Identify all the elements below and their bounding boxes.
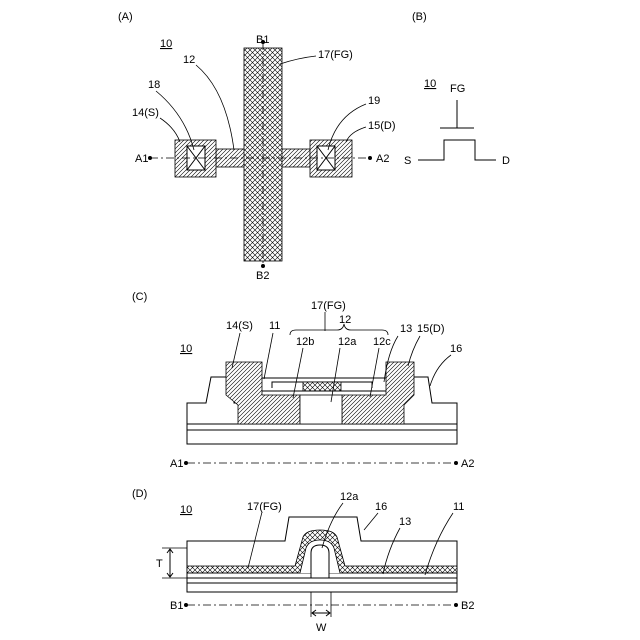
point-b2 [261,264,265,268]
label-12a-c: 12a [338,336,357,348]
label-w: W [316,622,327,634]
label-12-c: 12 [339,314,351,326]
panel-b: (B) 10 FG S D [404,11,510,167]
label-t: T [156,558,163,570]
panel-a: (A) 10 B1 B2 A1 A2 17(FG) 12 18 [118,11,396,282]
symbol-channel [418,140,496,160]
fin-12a [311,545,329,578]
label-12b: 12b [296,336,314,348]
panel-b-ref: 10 [424,78,436,90]
panel-d: (D) 10 17(FG) 12a 16 13 11 T W [132,488,474,634]
label-contact-19: 19 [368,95,380,107]
panel-c-ref: 10 [180,343,192,355]
label-11-d: 11 [453,501,464,513]
point-a1 [148,156,152,160]
gate-17-section [303,382,341,391]
label-16-c: 16 [450,343,462,355]
drain-15-section [342,362,414,424]
leader-source-14 [160,118,180,142]
point-a2 [368,156,372,160]
panel-d-ref: 10 [180,504,192,516]
point-b1-d [184,603,188,607]
label-source-14: 14(S) [132,107,159,119]
leader-12a-c [331,348,340,402]
label-gate-17-d: 17(FG) [247,501,282,513]
panel-b-label: (B) [412,11,427,23]
substrate [187,424,457,444]
label-11-c: 11 [269,320,280,332]
label-b2: B2 [256,270,269,282]
label-drain-15-c: 15(D) [417,323,445,335]
label-12a-d: 12a [340,491,359,503]
label-a2: A2 [376,153,389,165]
label-13-d: 13 [399,516,411,528]
leader-gate-17-d [248,512,262,568]
source-14-section [226,362,300,424]
substrate-d [187,578,457,592]
panel-c-label: (C) [132,291,147,303]
label-gate-17: 17(FG) [318,49,353,61]
panel-a-ref: 10 [160,38,172,50]
label-a1: A1 [135,153,148,165]
label-13-c: 13 [400,323,412,335]
leader-channel-12 [196,65,234,150]
panel-d-label: (D) [132,488,147,500]
leader-12c [370,348,379,397]
label-s: S [404,155,411,167]
label-drain-15: 15(D) [368,120,396,132]
label-fg: FG [450,83,465,95]
label-a1-c: A1 [170,458,183,470]
leader-drain-15-c [408,336,420,366]
label-gate-17-c: 17(FG) [311,300,346,312]
leader-16-c [430,355,451,386]
label-b2-d: B2 [461,600,474,612]
point-a2-c [454,461,458,465]
leader-gate-17 [280,56,316,64]
label-b1: B1 [256,34,269,46]
point-b2-d [454,603,458,607]
label-a2-c: A2 [461,458,474,470]
label-d: D [502,155,510,167]
label-b1-d: B1 [170,600,183,612]
leader-11-c [264,333,273,379]
label-channel-12: 12 [183,54,195,66]
label-16-d: 16 [375,501,387,513]
label-source-14-c: 14(S) [226,320,253,332]
panel-a-label: (A) [118,11,133,23]
label-contact-18: 18 [148,79,160,91]
point-a1-c [184,461,188,465]
channel-12a-section [300,395,342,424]
panel-c: (C) 10 17(FG) 12 14(S) 11 12b 12a 12c 13 [132,291,474,470]
label-12c: 12c [373,336,391,348]
leader-16-d [364,513,378,530]
